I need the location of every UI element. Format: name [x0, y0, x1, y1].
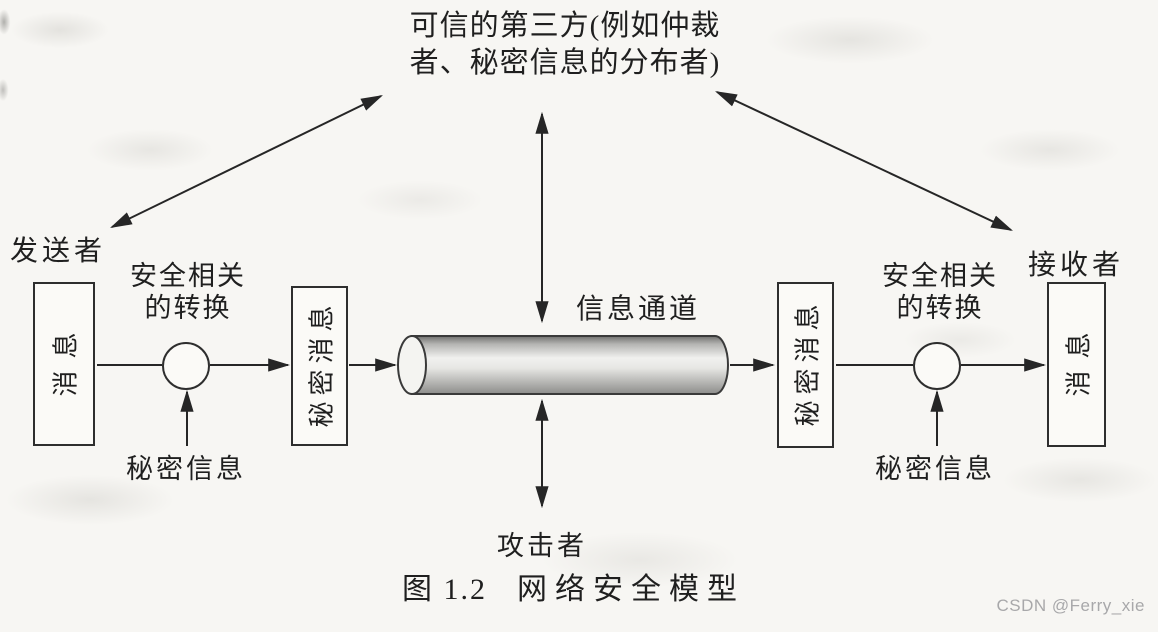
- csdn-watermark: CSDN @Ferry_xie: [996, 596, 1145, 615]
- receiver-secret-message-box: 秘密消息: [777, 282, 834, 448]
- receiver-transform-node: [913, 342, 961, 390]
- figure-caption: 图 1.2 网络安全模型: [402, 564, 745, 608]
- sender-transform-label: 安全相关 的转换: [118, 260, 258, 324]
- sender-message-box: 消息: [33, 282, 95, 446]
- channel-cylinder: [397, 335, 729, 395]
- sender-secret-message-box: 秘密消息: [291, 286, 348, 446]
- double-arrow-receiver-thirdparty: [715, 91, 1013, 231]
- receiver-transform-label-line1: 安全相关: [882, 261, 998, 291]
- trusted-third-party-label: 可信的第三方(例如仲裁 者、秘密信息的分布者): [360, 8, 770, 82]
- sender-secret-info-label: 秘密信息: [126, 454, 246, 484]
- receiver-secret-info-label: 秘密信息: [875, 454, 995, 484]
- double-arrow-sender-thirdparty: [110, 95, 383, 228]
- trusted-third-party-line2: 者、秘密信息的分布者): [409, 47, 721, 79]
- receiver-message-box: 消息: [1047, 282, 1106, 447]
- sender-transform-label-line2: 的转换: [144, 293, 232, 323]
- sender-transform-label-line1: 安全相关: [130, 261, 246, 291]
- receiver-message-box-label: 消息: [1064, 320, 1094, 397]
- channel-cylinder-end-cap: [397, 335, 427, 395]
- sender-message-box-label: 消息: [51, 319, 81, 397]
- trusted-third-party-line1: 可信的第三方(例如仲裁: [409, 10, 721, 42]
- receiver-transform-label-line2: 的转换: [896, 293, 984, 323]
- channel-label: 信息通道: [576, 294, 701, 325]
- receiver-transform-label: 安全相关 的转换: [870, 260, 1010, 324]
- sender-label: 发送者: [10, 236, 107, 267]
- receiver-secret-message-box-label: 秘密消息: [793, 297, 823, 427]
- receiver-label: 接收者: [1028, 250, 1125, 281]
- channel-cylinder-body: [411, 335, 729, 395]
- sender-secret-message-box-label: 秘密消息: [307, 298, 337, 428]
- figure-caption-title: 网络安全模型: [517, 573, 745, 606]
- figure-caption-number: 图 1.2: [402, 573, 487, 606]
- sender-transform-node: [162, 342, 210, 390]
- attacker-label: 攻击者: [497, 531, 587, 561]
